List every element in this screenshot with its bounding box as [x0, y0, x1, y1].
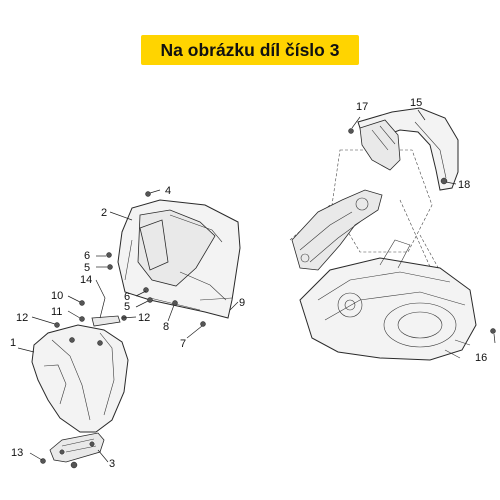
callout-18: 18 [458, 179, 470, 191]
callout-15: 15 [410, 97, 422, 109]
callout-1: 1 [10, 337, 16, 349]
banner-text: Na obrázku díl číslo 3 [160, 39, 340, 60]
callout-12: 12 [138, 312, 150, 324]
callout-4: 4 [165, 185, 171, 197]
engine-frame-assembly [289, 149, 477, 361]
front-mudguard-part-1 [31, 324, 129, 433]
leader-lines [17, 109, 496, 463]
callout-14: 14 [80, 274, 92, 286]
callout-5: 5 [84, 262, 90, 274]
callout-8: 8 [163, 321, 169, 333]
callout-3: 3 [109, 458, 115, 470]
bracket-part-3 [49, 432, 105, 469]
bracket-part-14 [91, 315, 121, 327]
callout-6: 6 [84, 250, 90, 262]
callout-17: 17 [356, 101, 368, 113]
callout-5: 5 [124, 301, 130, 313]
fasteners [40, 128, 496, 464]
callout-6: 6 [124, 291, 130, 303]
callout-11: 11 [51, 306, 62, 318]
callout-10: 10 [51, 290, 63, 302]
callout-16: 16 [475, 352, 487, 364]
callout-12: 12 [16, 312, 28, 324]
callout-7: 7 [180, 338, 186, 350]
inner-panel-part-2 [117, 199, 241, 319]
part-number-banner: Na obrázku díl číslo 3 [141, 35, 359, 65]
rear-mudguard-part-15 [357, 107, 459, 191]
callout-9: 9 [239, 297, 245, 309]
callout-2: 2 [101, 207, 107, 219]
callout-labels: 4 2 6 5 14 6 5 12 10 11 12 1 3 13 8 7 9 … [10, 97, 487, 470]
callout-13: 13 [11, 447, 23, 459]
